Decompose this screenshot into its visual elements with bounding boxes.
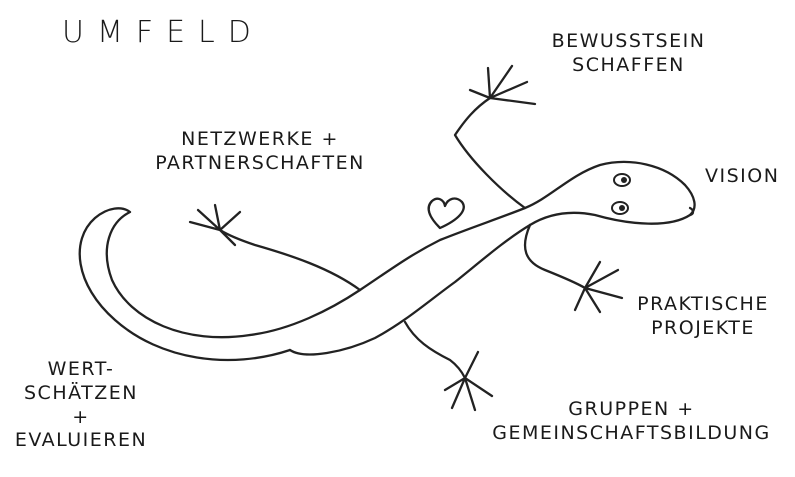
label-line: PRAKTISCHE [618, 293, 788, 317]
label-line: BEWUSSTSEIN [531, 30, 726, 54]
label-line: GRUPPEN + [474, 398, 789, 422]
label-line: PROJEKTE [618, 317, 788, 341]
label-line: NETZWERKE + [140, 128, 380, 152]
label-line: + [6, 406, 156, 430]
gecko-eye-lower [612, 202, 628, 214]
gecko-foot-front-left [190, 205, 240, 245]
label-line: PARTNERSCHAFTEN [140, 152, 380, 176]
gecko-leg-back-left [405, 322, 465, 378]
page-title: UMFELD [62, 14, 264, 52]
label-gruppen: GRUPPEN + GEMEINSCHAFTSBILDUNG [474, 398, 789, 446]
label-netzwerke: NETZWERKE + PARTNERSCHAFTEN [140, 128, 380, 176]
gecko-foot-front-right [470, 66, 535, 104]
gecko-tail [80, 208, 290, 360]
label-line: GEMEINSCHAFTSBILDUNG [474, 422, 789, 446]
label-praktische: PRAKTISCHE PROJEKTE [618, 293, 788, 341]
gecko-snout [690, 208, 693, 215]
gecko-leg-back-right [525, 225, 585, 288]
label-bewusstsein: BEWUSSTSEIN SCHAFFEN [531, 30, 726, 78]
label-wertschaetzen: WERT- SCHÄTZEN + EVALUIEREN [6, 358, 156, 453]
gecko-eye-upper [614, 174, 630, 186]
label-line: EVALUIEREN [6, 429, 156, 453]
label-line: WERT- [6, 358, 156, 382]
label-line: SCHAFFEN [531, 54, 726, 78]
label-line: VISION [705, 165, 779, 189]
gecko-leg-front-right [455, 98, 525, 208]
label-vision: VISION [705, 165, 779, 189]
gecko-leg-front-left [220, 230, 360, 290]
label-line: SCHÄTZEN [6, 382, 156, 406]
heart-icon [429, 199, 464, 228]
